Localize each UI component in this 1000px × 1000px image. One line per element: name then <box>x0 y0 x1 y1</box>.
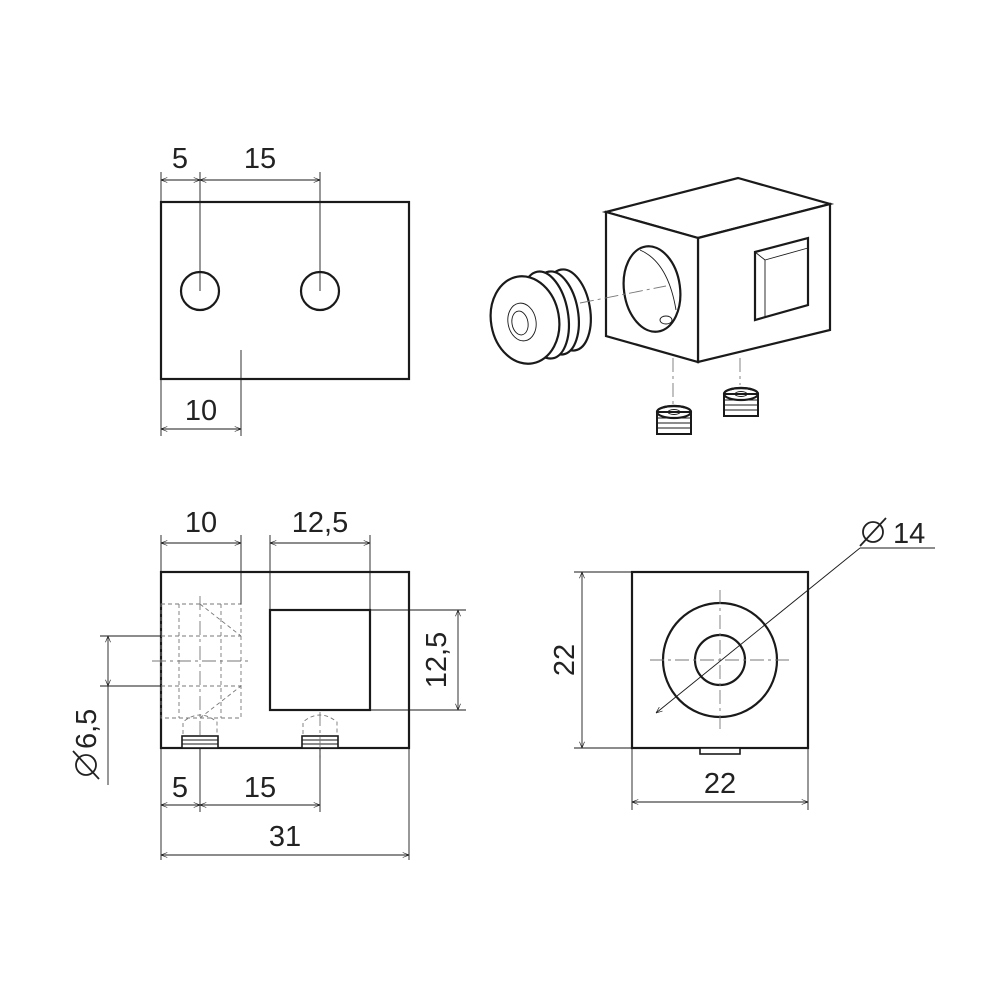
hidden-screw-left <box>181 714 219 749</box>
set-screw-right <box>722 386 760 417</box>
side-view: 14 22 22 <box>549 517 935 810</box>
dim-label-14: 14 <box>893 518 925 550</box>
set-screw-left <box>655 404 693 435</box>
dim-label-15: 15 <box>244 143 276 175</box>
dim-label-12-5-top: 12,5 <box>292 507 348 539</box>
dim-label-15-bottom: 15 <box>244 772 276 804</box>
dim-label-22-height: 22 <box>549 644 581 676</box>
square-hole-inner <box>764 247 809 261</box>
assembly-axis <box>579 285 667 304</box>
hidden-line <box>199 603 242 637</box>
dim-label-6-5: 6,5 <box>71 709 103 749</box>
diameter-symbol-icon <box>859 517 887 547</box>
hidden-line <box>199 685 242 719</box>
top-view-outline <box>159 200 411 381</box>
dim-label-5-bottom: 5 <box>172 772 188 804</box>
dim-label-6-5-group: 6,5 <box>71 709 103 780</box>
round-hole <box>622 245 682 333</box>
dim-line-14 <box>656 547 861 713</box>
square-opening <box>268 608 372 712</box>
dim-label-10-top: 10 <box>185 507 217 539</box>
screw-tip <box>699 747 741 755</box>
top-view: 5 15 10 <box>159 143 411 436</box>
front-view-outline <box>159 570 411 750</box>
dim-label-22-width: 22 <box>704 768 736 800</box>
round-hole-inner <box>639 249 677 311</box>
diameter-symbol-icon <box>72 750 100 780</box>
block-front-face <box>604 210 700 364</box>
dim-label-5: 5 <box>172 143 188 175</box>
dim-label-31: 31 <box>269 821 301 853</box>
front-view: 10 12,5 12,5 6,5 5 15 <box>71 507 466 860</box>
inner-screw-hole <box>659 315 673 325</box>
dim-label-12-5-side: 12,5 <box>421 632 453 688</box>
isometric-view <box>489 176 835 435</box>
spool-nut <box>489 268 592 365</box>
dim-label-10: 10 <box>185 395 217 427</box>
square-hole <box>753 236 810 322</box>
